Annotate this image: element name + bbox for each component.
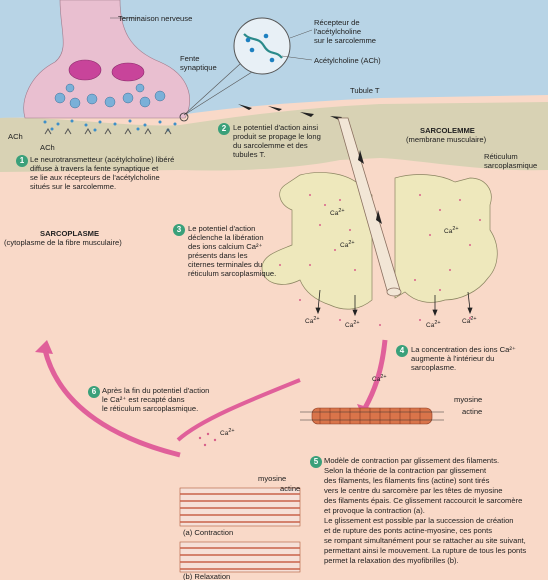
step-3-line: réticulum sarcoplasmique. <box>188 269 277 278</box>
label-sarcolemme: SARCOLEMME <box>420 126 475 135</box>
step-5-line: Selon la théorie de la contraction par g… <box>324 466 487 475</box>
step-1-line: Le neurotransmetteur (acétylcholine) lib… <box>30 155 175 164</box>
step-2-line: Le potentiel d'action ainsi <box>233 123 319 132</box>
step-5-line: Le glissement est possible par la succes… <box>324 516 514 525</box>
step-6-line: Après la fin du potentiel d'action <box>102 386 210 395</box>
label-recepteur-3: sur le sarcolemme <box>314 36 377 45</box>
label-recepteur-1: Récepteur de <box>314 18 360 27</box>
label-relaxation: (b) Relaxation <box>183 572 231 580</box>
calcium-label: Ca2+ <box>372 374 387 384</box>
step-5-line: se rompant simultanément pour se rattach… <box>324 536 526 545</box>
label-ach-2: ACh <box>40 143 55 152</box>
step-6-line: le réticulum sarcoplasmique. <box>102 404 199 413</box>
step-5-line: et de rupture des ponts actine-myosine, … <box>324 526 493 535</box>
step-4-line: augmente à l'intérieur du <box>411 354 495 363</box>
label-terminaison: Terminaison nerveuse <box>118 14 193 23</box>
step-5-line: permettant ainsi le mouvement. La ruptur… <box>324 546 527 555</box>
calcium-dots <box>279 194 481 326</box>
step-6-badge: 6 <box>88 386 100 398</box>
sarcolemma-band <box>0 102 548 172</box>
receptor-inset <box>233 17 291 75</box>
synaptic-vesicles <box>54 83 166 109</box>
calcium-label: Ca2+ <box>330 208 345 218</box>
step-3-line: présents dans les <box>188 251 248 260</box>
label-sarcoplasme: SARCOPLASME <box>40 229 100 238</box>
step-2-line: produit se propage le long <box>233 132 321 141</box>
step-6-line: le Ca²⁺ est recapté dans <box>102 395 185 404</box>
calcium-label: Ca2+ <box>444 226 459 236</box>
step-5-line: des filaments, les filaments fins (actin… <box>324 476 490 485</box>
reticulum-right <box>394 174 498 303</box>
step-2-line: tubules T. <box>233 150 266 159</box>
sarcomere-relaxation <box>179 541 301 573</box>
release-arrows <box>315 289 473 317</box>
myosin-filament <box>300 407 444 425</box>
step-5-line: Modèle de contraction par glissement des… <box>324 456 500 465</box>
label-ach-receptor: Acétylcholine (ACh) <box>314 56 381 65</box>
pink-arrow-return <box>176 378 301 442</box>
step-1-line: diffuse à travers la fente synaptique et <box>30 164 159 173</box>
step-3-line: Le potentiel d'action <box>188 224 256 233</box>
label-fente-1: Fente <box>180 54 200 63</box>
ach-receptors <box>44 128 172 135</box>
calcium-label: Ca2+ <box>305 316 320 326</box>
step-1-line: situés sur le sarcolemme. <box>30 182 117 191</box>
step-3-line: citernes terminales du <box>188 260 263 269</box>
label-myosine-2: myosine <box>258 474 287 483</box>
step-5-badge: 5 <box>310 456 322 468</box>
label-tubule: Tubule T <box>350 86 380 95</box>
step-2-line: du sarcolemme et des <box>233 141 308 150</box>
calcium-label: Ca2+ <box>220 428 235 438</box>
step-1-badge: 1 <box>16 155 28 167</box>
label-ach-1: ACh <box>8 132 23 141</box>
step-3-line: des ions calcium Ca²⁺ <box>188 242 263 251</box>
step-4-badge: 4 <box>396 345 408 357</box>
label-contraction: (a) Contraction <box>183 528 234 537</box>
step-5-line: vers le centre du sarcomère par les tête… <box>324 486 503 495</box>
step-4-line: La concentration des ions Ca²⁺ <box>411 345 516 354</box>
label-sarcoplasme-sub: (cytoplasme de la fibre musculaire) <box>4 238 122 247</box>
calcium-label: Ca2+ <box>426 320 441 330</box>
label-actine: actine <box>462 407 483 416</box>
mitochondrion <box>68 59 102 81</box>
pink-arrow-recycle <box>42 349 181 458</box>
calcium-label: Ca2+ <box>462 316 477 326</box>
step-5-line: des filaments épais. Ce glissement racco… <box>324 496 523 505</box>
mitochondrion <box>111 62 145 82</box>
label-fente-2: synaptique <box>180 63 217 72</box>
step-4-line: sarcoplasme. <box>411 363 457 372</box>
step-5-line: et provoque la contraction (a). <box>324 506 425 515</box>
label-recepteur-2: l'acétylcholine <box>314 27 362 36</box>
step-2-badge: 2 <box>218 123 230 135</box>
label-actine-2: actine <box>280 484 301 493</box>
label-sarcolemme-sub: (membrane musculaire) <box>406 135 487 144</box>
label-myosine: myosine <box>454 395 483 404</box>
sarcomere-contraction <box>179 487 301 527</box>
label-reticulum-2: sarcoplasmique <box>484 161 538 170</box>
step-3-line: déclenche la libération <box>188 233 264 242</box>
pink-arrow-down <box>362 339 388 410</box>
calcium-label: Ca2+ <box>345 320 360 330</box>
step-3-badge: 3 <box>173 224 185 236</box>
calcium-label: Ca2+ <box>340 240 355 250</box>
step-1-line: se lie aux récepteurs de l'acétylcholine <box>30 173 160 182</box>
step-5-line: permet la relaxation des myofibrilles (b… <box>324 556 459 565</box>
nerve-terminal <box>23 0 190 119</box>
label-reticulum-1: Réticulum <box>484 152 518 161</box>
